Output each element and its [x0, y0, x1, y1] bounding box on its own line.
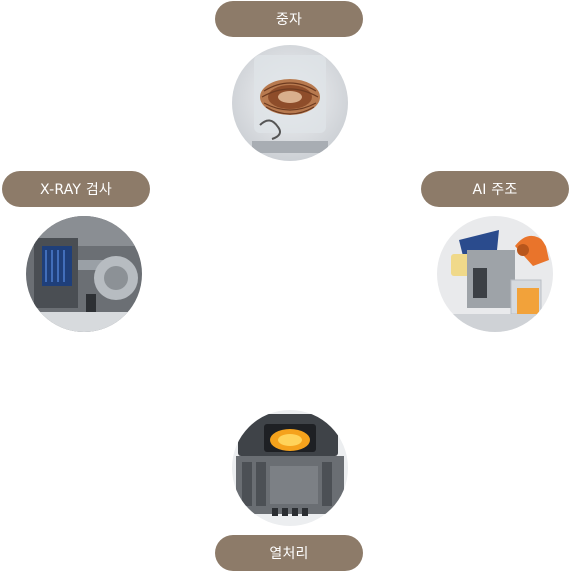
xray-inspection-image [26, 216, 142, 332]
process-label-xray: X-RAY 검사 [2, 171, 150, 207]
robot-casting-image [437, 216, 553, 332]
heat-treatment-oven-image [232, 410, 348, 526]
process-label-text: 중자 [275, 12, 303, 28]
process-label-text: AI 주조 [472, 182, 518, 198]
process-label-ai-casting: AI 주조 [421, 171, 569, 207]
process-label-text: 열처리 [269, 546, 309, 562]
process-label-core: 중자 [215, 1, 363, 37]
process-label-text: X-RAY 검사 [40, 182, 112, 198]
furnace-coil-image [232, 45, 348, 161]
process-label-heat-treatment: 열처리 [215, 535, 363, 571]
